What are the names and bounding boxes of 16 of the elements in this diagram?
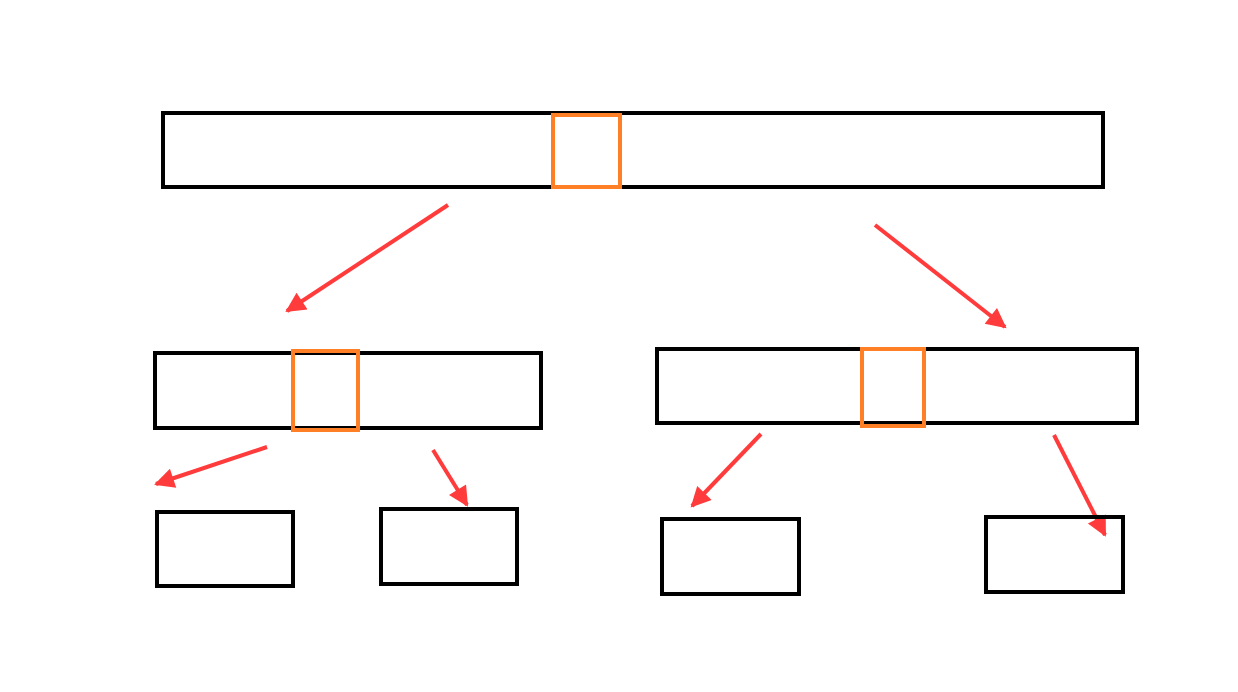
- rectangle-box: [155, 510, 295, 588]
- arrow: [154, 445, 268, 488]
- arrow: [1052, 434, 1107, 537]
- highlight-square: [291, 349, 360, 432]
- arrow: [690, 432, 763, 508]
- highlight-square: [860, 347, 926, 428]
- arrow: [285, 203, 450, 313]
- rectangle-box: [655, 347, 1139, 425]
- arrow: [873, 223, 1007, 329]
- rectangle-box: [161, 111, 1105, 189]
- rectangle-box: [660, 517, 801, 596]
- rectangle-box: [984, 515, 1125, 594]
- highlight-square: [551, 113, 622, 189]
- rectangle-box: [379, 507, 519, 586]
- arrow: [431, 448, 469, 507]
- rectangle-box: [153, 351, 543, 430]
